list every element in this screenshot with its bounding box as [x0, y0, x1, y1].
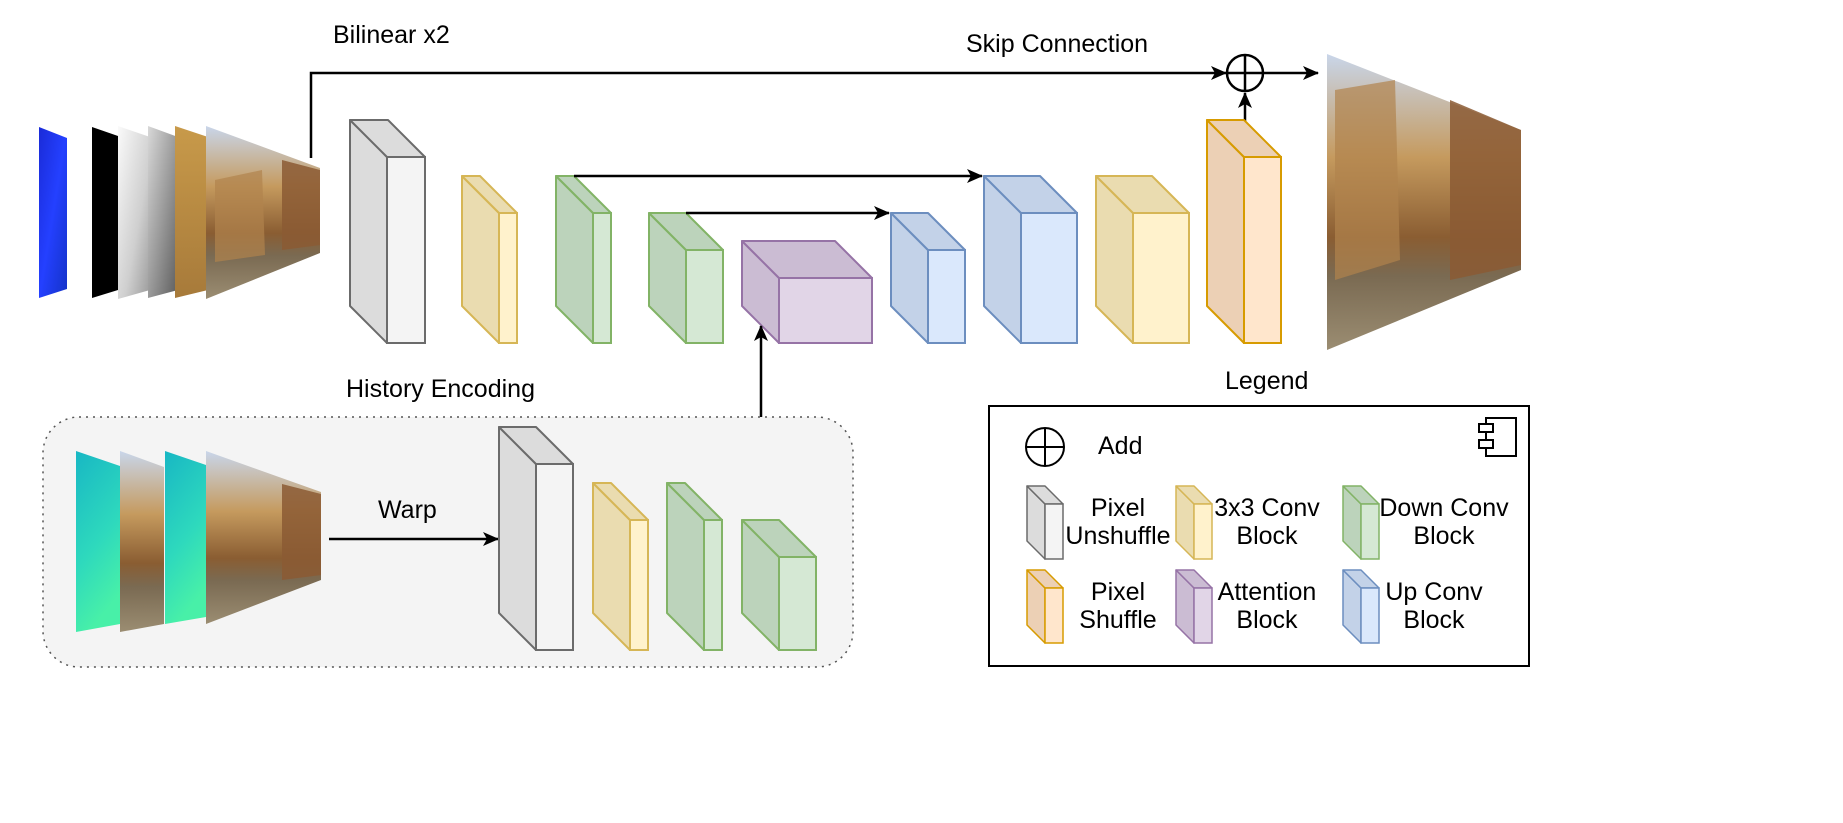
legend-attention-label: Attention Block	[1218, 578, 1317, 634]
svg-text:Shuffle: Shuffle	[1079, 606, 1156, 634]
legend-pixel-shuffle-label: Pixel Shuffle	[1079, 578, 1156, 634]
down-conv-block	[555, 175, 612, 344]
legend-add-label: Add	[1098, 432, 1142, 460]
history-encoding-panel	[42, 416, 854, 668]
svg-text:Attention: Attention	[1218, 578, 1317, 606]
edge-buffer-frame	[118, 126, 150, 299]
history-encoding-label: History Encoding	[346, 375, 535, 403]
conv3x3-block	[592, 482, 649, 651]
svg-text:Block: Block	[1403, 606, 1465, 634]
legend-up-conv-swatch	[1342, 569, 1380, 644]
pixel-unshuffle-block	[498, 426, 574, 651]
svg-text:Up Conv: Up Conv	[1385, 578, 1483, 606]
up-conv-block	[890, 212, 966, 344]
svg-text:Down Conv: Down Conv	[1379, 494, 1509, 522]
edge-buffer-frame	[92, 127, 118, 298]
legend-conv3x3-label: 3x3 Conv Block	[1214, 494, 1320, 550]
bilinear-label: Bilinear x2	[333, 21, 450, 49]
motion-vector-frame	[165, 451, 206, 624]
legend-title: Legend	[1225, 367, 1308, 395]
legend-attention-swatch	[1175, 569, 1213, 644]
bilinear-skip-line	[309, 66, 1227, 158]
legend-conv3x3-swatch	[1175, 485, 1213, 560]
add-circle-icon	[1225, 53, 1265, 93]
attention-block	[741, 240, 873, 344]
depth-buffer-frame	[148, 126, 178, 298]
svg-text:Pixel: Pixel	[1091, 578, 1145, 606]
history-frame-image	[120, 451, 164, 632]
legend-pixel-shuffle-swatch	[1026, 569, 1064, 644]
albedo-frame	[175, 126, 208, 298]
output-frame-image	[1327, 54, 1521, 350]
legend-pixel-unshuffle-label: Pixel Unshuffle	[1065, 494, 1170, 550]
pixel-unshuffle-block	[349, 119, 426, 344]
conv3x3-block	[1095, 175, 1190, 344]
normal-map-frame	[39, 127, 67, 298]
down-conv-block	[648, 212, 724, 344]
pixel-shuffle-block	[1206, 119, 1282, 344]
svg-text:3x3 Conv: 3x3 Conv	[1214, 494, 1320, 522]
svg-text:Unshuffle: Unshuffle	[1065, 522, 1170, 550]
motion-vector-frame	[76, 451, 120, 632]
legend-down-conv-swatch	[1342, 485, 1380, 560]
conv3x3-block	[461, 175, 518, 344]
history-frame-stack	[76, 451, 321, 632]
down-conv-block	[666, 482, 723, 651]
main-network	[349, 119, 1282, 344]
component-icon	[1478, 417, 1517, 457]
legend-up-conv-label: Up Conv Block	[1385, 578, 1483, 634]
warp-label: Warp	[378, 496, 437, 524]
up-conv-block	[983, 175, 1078, 344]
legend-box	[988, 405, 1530, 667]
legend-swatches	[1026, 485, 1380, 644]
svg-text:Block: Block	[1413, 522, 1475, 550]
legend-pixel-unshuffle-swatch	[1026, 485, 1064, 560]
legend-down-conv-label: Down Conv Block	[1379, 494, 1509, 550]
svg-text:Block: Block	[1236, 606, 1298, 634]
input-frame-stack	[39, 126, 320, 299]
down-conv-block	[741, 519, 817, 651]
svg-text:Block: Block	[1236, 522, 1298, 550]
legend-add-icon	[1025, 427, 1065, 467]
skip-connection-label: Skip Connection	[966, 30, 1148, 58]
history-network	[498, 426, 817, 651]
svg-text:Pixel: Pixel	[1091, 494, 1145, 522]
